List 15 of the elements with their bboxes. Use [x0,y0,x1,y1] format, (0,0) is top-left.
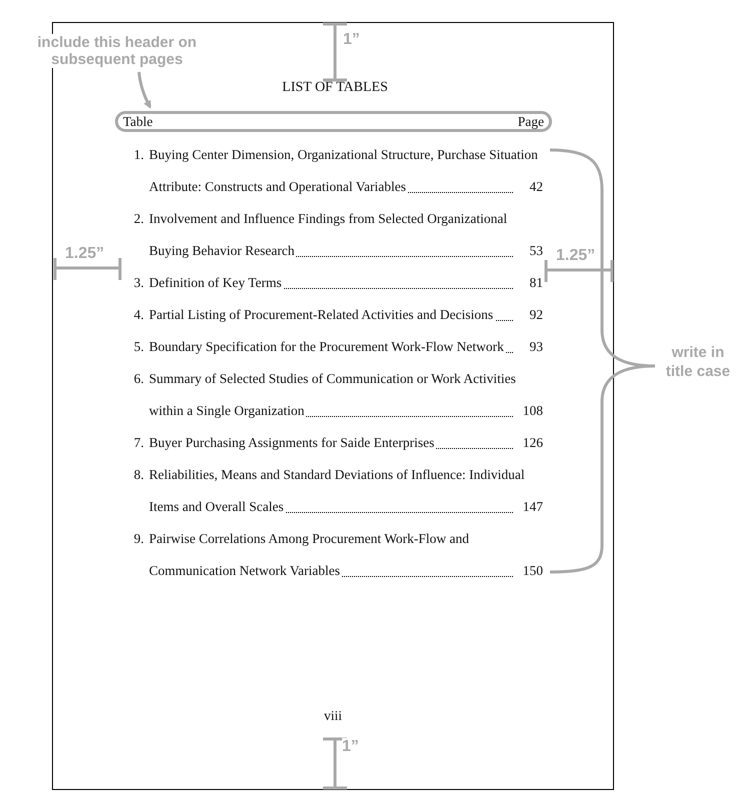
entry-number: 7. [132,434,145,452]
entry-number: 3. [132,274,145,292]
entry-number: 6. [132,370,145,388]
table-header-bar [115,111,552,132]
page-number: viii [322,708,343,724]
column-heading: Page [518,114,544,130]
arrow [138,72,152,109]
entry-number: 4. [132,306,145,324]
entry-number: 5. [132,338,145,356]
entry-number: 1. [132,146,145,164]
column-heading: Table [123,114,153,130]
page-heading: LIST OF TABLES [281,80,389,96]
entry-number: 2. [132,210,145,228]
entry-number: 9. [132,530,145,548]
entry-number: 8. [132,466,145,484]
